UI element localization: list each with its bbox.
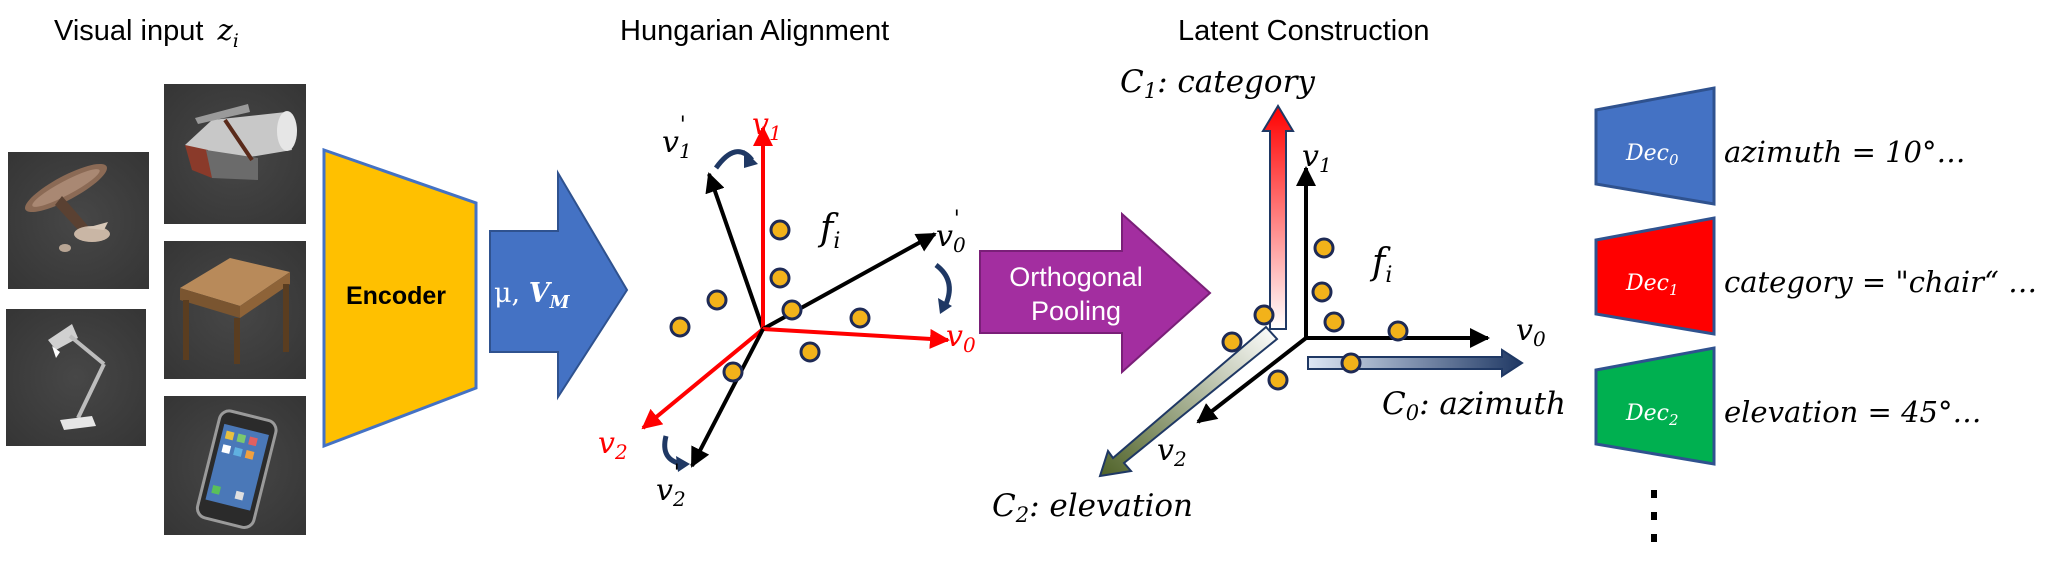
label-v2-prime: v2' — [656, 461, 686, 511]
encoder-output-label: μ, VM — [494, 278, 571, 313]
latent-label-v0: v0 — [1516, 313, 1546, 351]
label-v2: v2 — [598, 426, 628, 464]
input-image-phone — [164, 396, 306, 535]
latent-label-v1: v1 — [1302, 139, 1332, 177]
input-image-lamp — [6, 309, 146, 446]
label-v0: v0 — [946, 319, 976, 357]
encoder-label: Encoder — [346, 282, 446, 310]
feature-points — [669, 219, 871, 383]
decoder-0-block — [1594, 86, 1716, 206]
encoder-output-arrow — [489, 169, 629, 401]
latent-label-c1: C1: category — [1120, 64, 1315, 103]
hungarian-axes: v1' v1 fi v0' v0 v2 v2' — [598, 107, 976, 511]
input-image-table — [164, 241, 306, 379]
latent-label-v2: v2 — [1157, 433, 1187, 471]
label-v1-prime: v1' — [662, 113, 692, 163]
latent-label-c2: C2: elevation — [992, 488, 1193, 527]
category-bar — [1261, 104, 1295, 330]
decoder-2: Dec2 elevation = 45°… — [1594, 346, 1981, 466]
decoder-1: Dec1 category = "chair“ … — [1594, 216, 2037, 336]
decoder-0: Dec0 azimuth = 10°… — [1594, 86, 1966, 206]
latent-axes: C1: category v1 fi v0 C0: azimuth v2 C2:… — [992, 64, 1566, 527]
label-f: fi — [817, 208, 840, 254]
latent-axis-v2 — [1196, 336, 1308, 424]
pooling-label-line1: Orthogonal — [1009, 262, 1143, 292]
axis-v2-prime — [690, 328, 765, 468]
axis-v1-prime — [705, 172, 765, 330]
decoder-2-label: Dec2 — [1625, 401, 1679, 429]
axis-v2 — [641, 327, 765, 430]
latent-label-f: fi — [1369, 242, 1392, 288]
decoder-1-output: category = "chair“ … — [1724, 265, 2037, 299]
axis-v0 — [762, 327, 950, 349]
input-image-propeller — [8, 152, 149, 289]
label-v0-prime: v0' — [936, 207, 966, 257]
decoder-1-block — [1594, 216, 1716, 336]
label-v1: v1 — [752, 107, 782, 145]
input-image-grid — [6, 84, 306, 535]
decoder-0-label: Dec0 — [1625, 141, 1679, 169]
decoder-2-block — [1594, 346, 1716, 466]
decoder-1-label: Dec1 — [1625, 271, 1679, 299]
latent-label-c0: C0: azimuth — [1382, 386, 1566, 425]
input-image-cannon — [164, 84, 306, 224]
azimuth-bar — [1307, 348, 1524, 378]
rotation-arc-icon — [662, 149, 952, 467]
elevation-bar — [1098, 325, 1279, 478]
hungarian-alignment-title: Hungarian Alignment — [620, 15, 889, 47]
decoder-2-output: elevation = 45°… — [1724, 395, 1981, 429]
more-decoders-ellipsis — [1651, 490, 1657, 542]
latent-feature-points — [1221, 237, 1409, 391]
orthogonal-pooling-arrow — [979, 211, 1212, 375]
pooling-label-line2: Pooling — [1031, 296, 1121, 326]
latent-construction-title: Latent Construction — [1178, 15, 1429, 47]
decoder-0-output: azimuth = 10°… — [1724, 135, 1966, 169]
visual-input-title: Visual input zi — [54, 13, 239, 52]
encoder-block — [322, 147, 478, 449]
